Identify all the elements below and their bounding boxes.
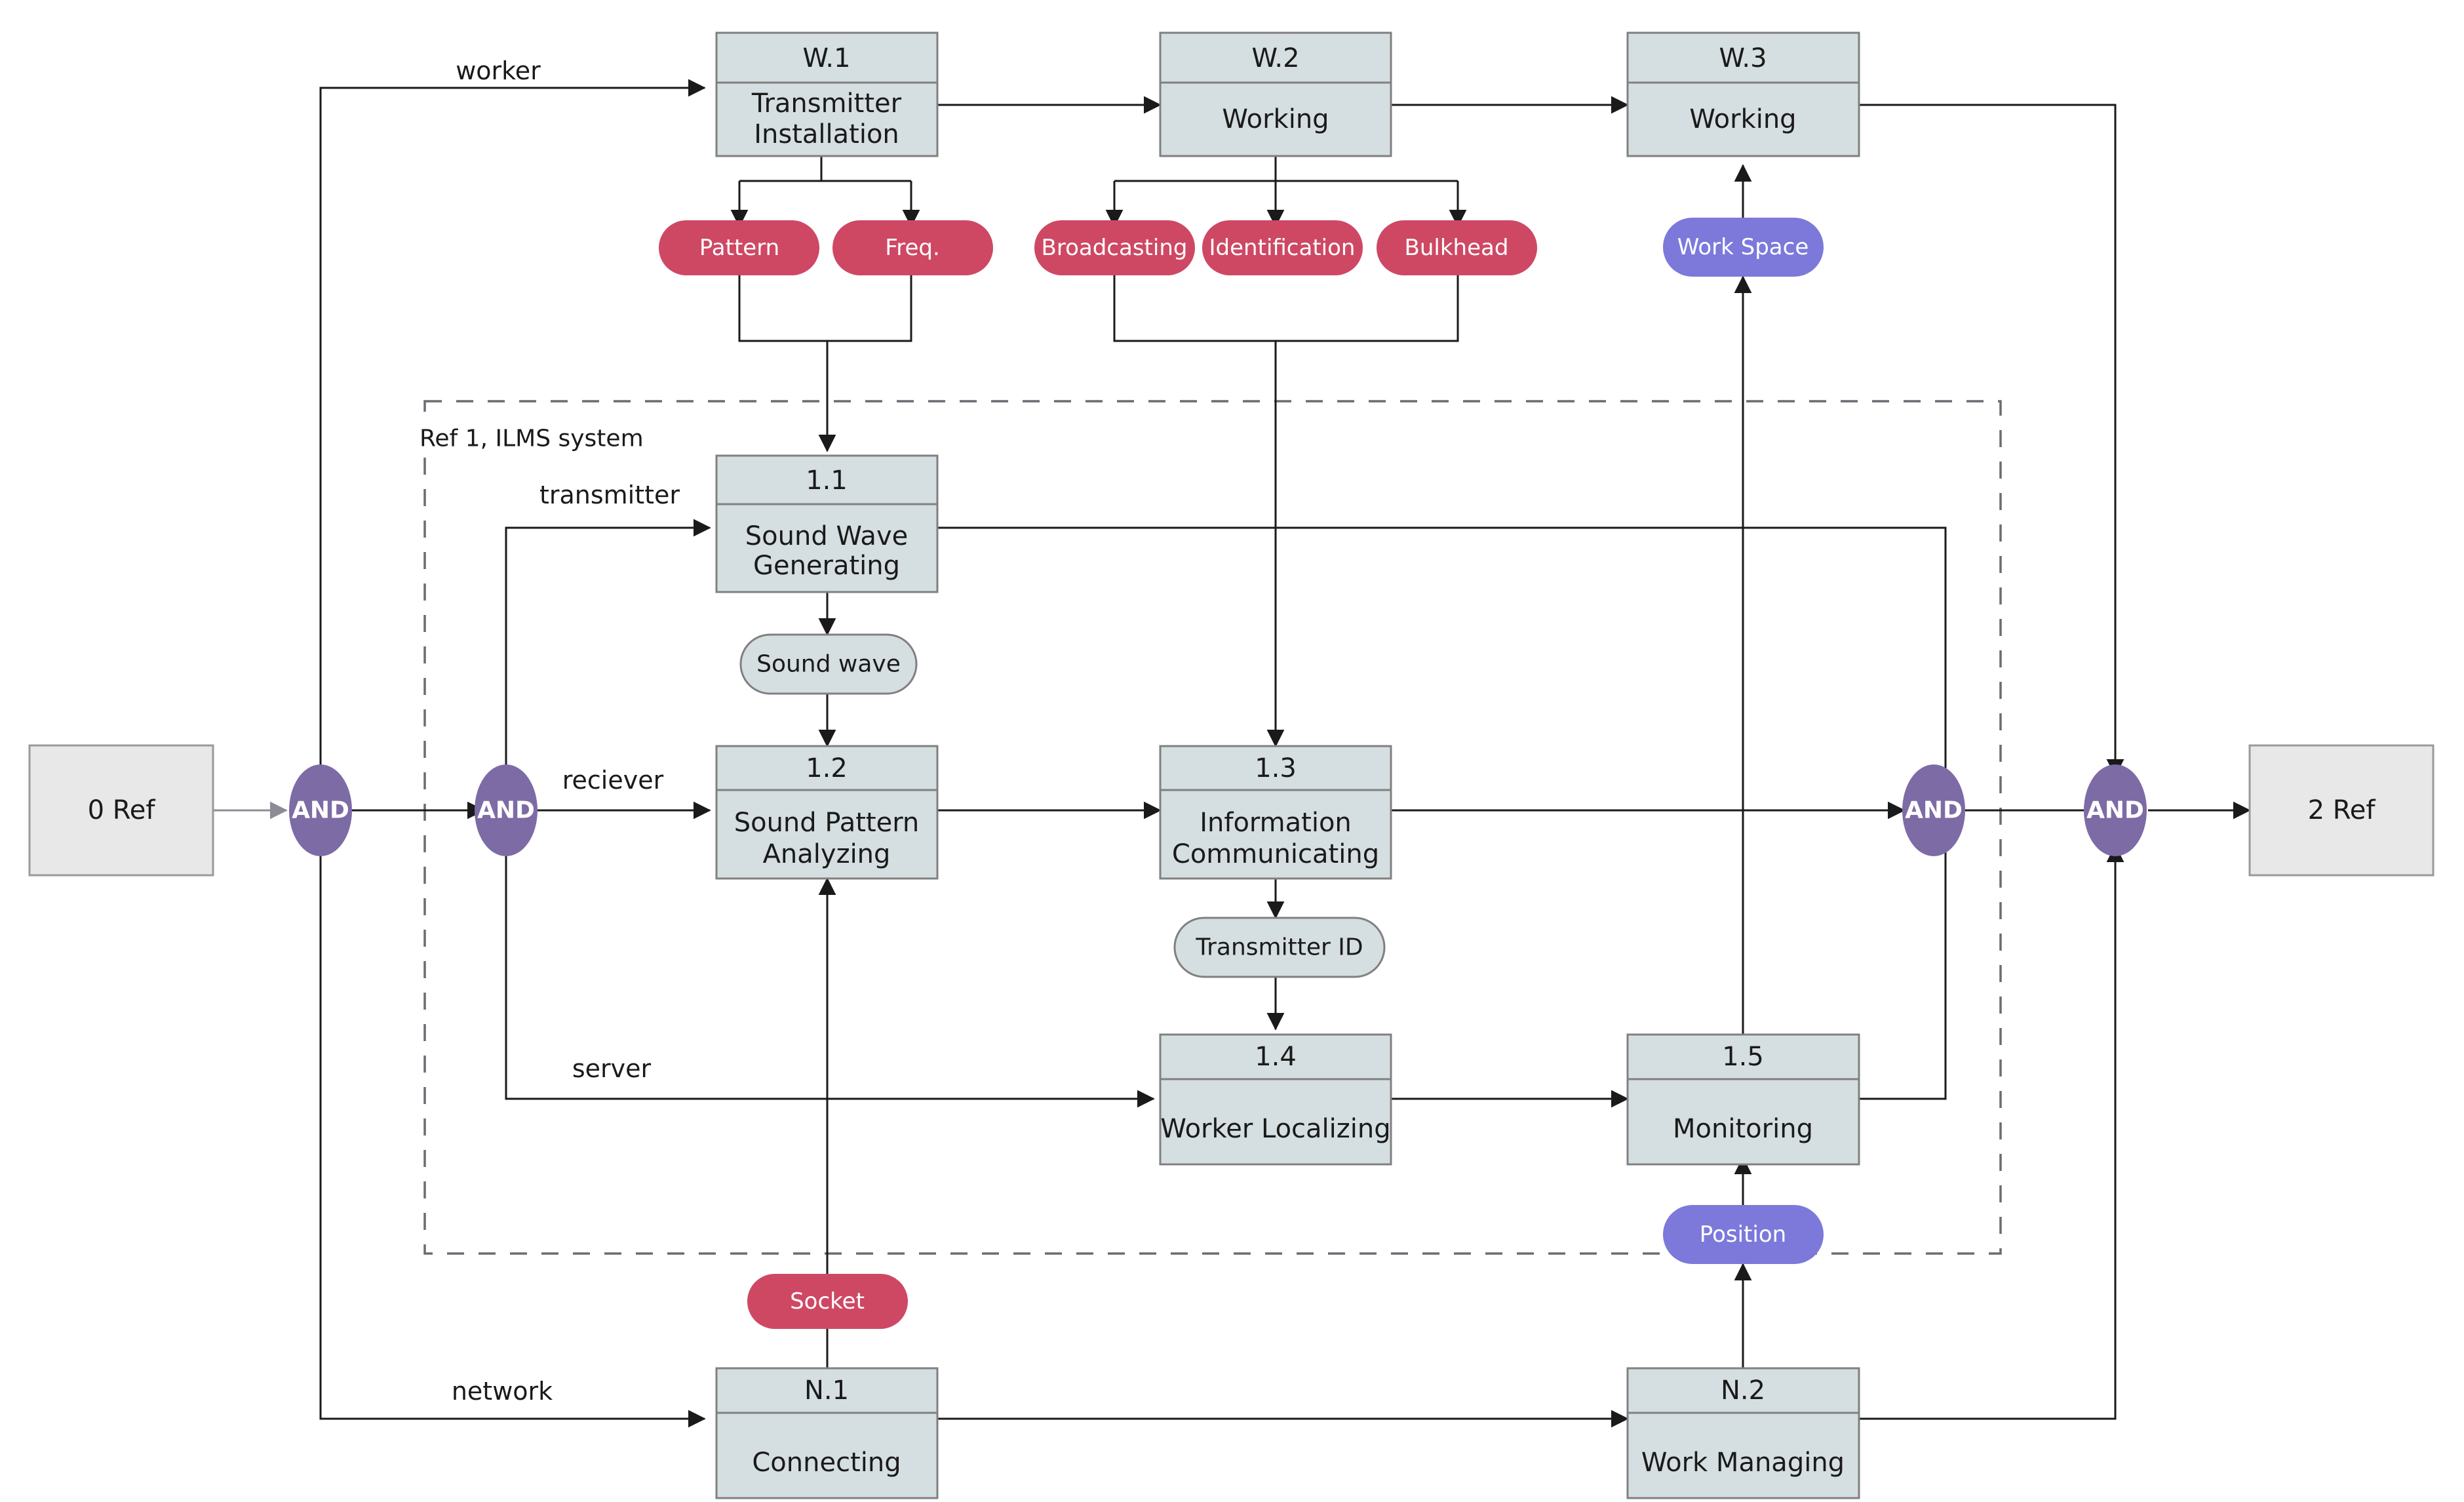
process-13-title-1: Information	[1200, 808, 1352, 838]
process-11[interactable]: 1.1 Sound Wave Generating	[715, 454, 939, 593]
ref-end-label: 2 Ref	[2308, 795, 2376, 825]
edge-n2-and4	[1859, 844, 2124, 1420]
process-12-title-2: Analyzing	[763, 839, 891, 869]
process-n1-title-1: Connecting	[752, 1448, 901, 1478]
process-w1-title-2: Installation	[754, 119, 899, 149]
pill-identification-label: Identification	[1209, 235, 1356, 261]
process-w1-number: W.1	[802, 43, 850, 73]
edge-label-reciever: reciever	[562, 766, 664, 795]
edge-w2pills-merge	[1113, 275, 1459, 746]
process-n2-title-1: Work Managing	[1641, 1448, 1845, 1478]
process-15-title-1: Monitoring	[1673, 1114, 1813, 1144]
and-gate-2-label: AND	[477, 797, 535, 824]
and-gate-1-label: AND	[292, 797, 349, 824]
process-13[interactable]: 1.3 Information Communicating	[1159, 745, 1392, 880]
process-w2-title-1: Working	[1222, 104, 1329, 134]
process-w3-number: W.3	[1719, 43, 1767, 73]
pill-work-space-label: Work Space	[1677, 234, 1809, 260]
process-15-number: 1.5	[1722, 1042, 1764, 1072]
store-sound-wave-label: Sound wave	[756, 651, 901, 678]
process-w3-title-1: Working	[1689, 104, 1796, 134]
and-gate-3[interactable]: AND	[1902, 764, 1965, 856]
process-14-number: 1.4	[1255, 1042, 1297, 1072]
pill-position[interactable]: Position	[1663, 1205, 1824, 1264]
ref1-label: Ref 1, ILMS system	[420, 425, 644, 452]
edge-label-network: network	[452, 1377, 553, 1406]
process-12[interactable]: 1.2 Sound Pattern Analyzing	[715, 745, 939, 880]
and-gate-4[interactable]: AND	[2084, 764, 2147, 856]
edge-and2-server	[505, 810, 1155, 1108]
and-gate-4-label: AND	[2086, 797, 2144, 824]
and-gate-3-label: AND	[1905, 797, 1963, 824]
store-transmitter-id-label: Transmitter ID	[1195, 934, 1363, 961]
pill-socket-label: Socket	[790, 1288, 865, 1314]
process-w1[interactable]: W.1 Transmitter Installation	[715, 31, 939, 157]
edge-and1-network-trunk	[319, 810, 706, 1428]
pill-pattern[interactable]: Pattern	[659, 220, 819, 275]
process-14[interactable]: 1.4 Worker Localizing	[1159, 1033, 1392, 1166]
process-11-title-2: Generating	[753, 551, 900, 581]
and-gate-1[interactable]: AND	[289, 764, 352, 856]
ref-node-end[interactable]: 2 Ref	[2248, 744, 2435, 877]
pill-broadcasting[interactable]: Broadcasting	[1034, 220, 1195, 275]
edge-label-worker: worker	[456, 56, 541, 85]
edge-and2-transmitter	[505, 519, 711, 810]
process-n1-number: N.1	[804, 1375, 849, 1406]
process-11-number: 1.1	[806, 465, 848, 496]
process-w1-title-1: Transmitter	[751, 89, 902, 119]
process-12-title-1: Sound Pattern	[734, 808, 920, 838]
process-15[interactable]: 1.5 Monitoring	[1626, 1033, 1860, 1166]
edge-patternfreq-merge	[738, 275, 912, 451]
pill-bulkhead[interactable]: Bulkhead	[1377, 220, 1537, 275]
process-11-title-1: Sound Wave	[745, 521, 908, 551]
pill-work-space[interactable]: Work Space	[1663, 218, 1824, 277]
process-n2[interactable]: N.2 Work Managing	[1626, 1367, 1860, 1499]
pill-pattern-label: Pattern	[699, 235, 779, 261]
edge-label-server: server	[572, 1054, 652, 1083]
pill-bulkhead-label: Bulkhead	[1405, 235, 1509, 261]
pill-freq[interactable]: Freq.	[832, 220, 993, 275]
and-gate-2[interactable]: AND	[475, 764, 538, 856]
process-n1[interactable]: N.1 Connecting	[715, 1367, 939, 1499]
ref-node-start[interactable]: 0 Ref	[28, 744, 214, 877]
edge-11-right-trunk	[937, 526, 1947, 1100]
process-n2-number: N.2	[1721, 1375, 1765, 1406]
store-transmitter-id[interactable]: Transmitter ID	[1173, 917, 1386, 978]
process-14-title-1: Worker Localizing	[1160, 1114, 1390, 1144]
store-sound-wave[interactable]: Sound wave	[739, 633, 918, 695]
process-13-number: 1.3	[1255, 753, 1297, 783]
edge-w3-and4	[1859, 104, 2124, 777]
edge-label-transmitter: transmitter	[539, 481, 680, 509]
pill-socket[interactable]: Socket	[747, 1274, 908, 1329]
process-w3[interactable]: W.3 Working	[1626, 31, 1860, 157]
edge-and1-worker-trunk	[319, 79, 706, 810]
pill-position-label: Position	[1700, 1221, 1786, 1248]
edge-w2-split	[1113, 156, 1459, 220]
connector-layer	[213, 79, 2251, 1428]
pill-identification[interactable]: Identification	[1202, 220, 1363, 275]
ref1-dashed-container	[423, 400, 2002, 1255]
process-12-number: 1.2	[806, 753, 848, 783]
process-w2-number: W.2	[1251, 43, 1299, 73]
pill-freq-label: Freq.	[885, 235, 940, 261]
process-13-title-2: Communicating	[1172, 839, 1379, 869]
ref-start-label: 0 Ref	[88, 795, 156, 825]
process-w2[interactable]: W.2 Working	[1159, 31, 1392, 157]
pill-broadcasting-label: Broadcasting	[1042, 235, 1188, 261]
edge-w1-split	[738, 156, 912, 220]
